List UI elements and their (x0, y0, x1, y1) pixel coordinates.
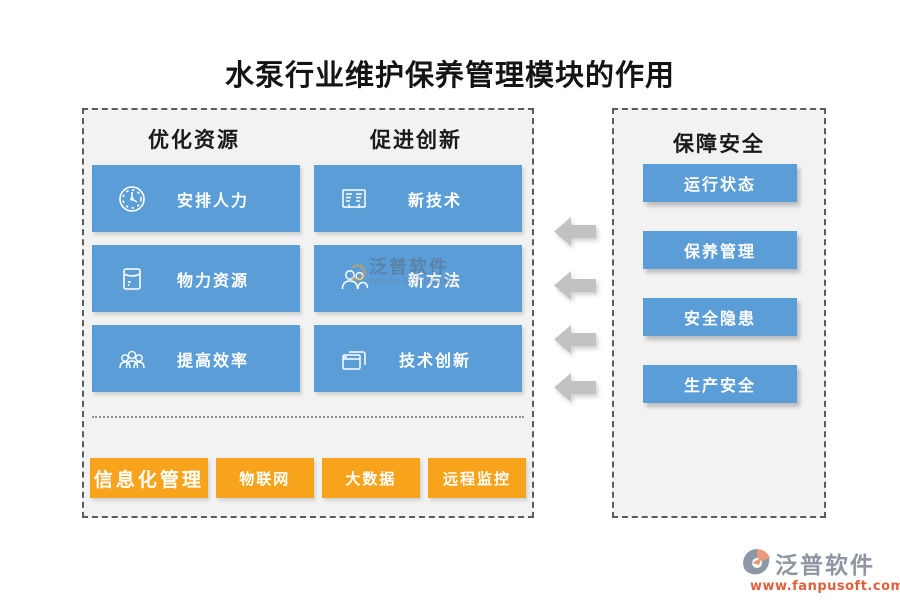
panel-header-ensure-safety: 保障安全 (673, 131, 765, 156)
dotted-divider (92, 416, 524, 418)
stacked-windows-icon (342, 350, 366, 370)
item-production-safety: 生产安全 (643, 365, 797, 403)
envelope-icon (123, 267, 141, 290)
column-header-promote-innovation: 促进创新 (370, 127, 462, 152)
tag-iot: 物联网 (215, 458, 314, 498)
box-label: 提高效率 (176, 350, 249, 370)
item-operating-status: 运行状态 (643, 164, 797, 202)
box-tech-innovation: 技术创新 (314, 325, 522, 392)
people-group-icon (119, 350, 145, 368)
brand-footer: 泛普软件 www.fanpusoft.com (742, 546, 900, 594)
tag-big-data: 大数据 (321, 458, 420, 498)
left-arrow-icon (554, 325, 596, 354)
brand-name: 泛普软件 (775, 552, 875, 579)
clock-icon (119, 185, 145, 212)
tag-information-management: 信息化管理 (90, 458, 208, 498)
box-new-technology: 新技术 (314, 165, 522, 232)
box-arrange-manpower: 安排人力 (92, 165, 300, 232)
list-board-icon (342, 188, 366, 208)
box-label: 新技术 (407, 190, 462, 210)
fanpu-logo-icon (743, 549, 770, 575)
item-maintenance-management: 保养管理 (643, 231, 797, 269)
box-label: 物力资源 (176, 270, 249, 290)
box-new-method: 新方法 (314, 245, 522, 312)
safety-panel: 保障安全 运行状态 保养管理 安全隐患 生产安全 (612, 108, 826, 518)
optimize-innovate-panel: 优化资源 促进创新 安排人力 物力资源 提高效率 (82, 108, 534, 518)
left-arrow-icon (554, 271, 596, 300)
tag-remote-monitoring: 远程监控 (427, 458, 526, 498)
brand-url: www.fanpusoft.com (750, 579, 900, 594)
page-title: 水泵行业维护保养管理模块的作用 (224, 58, 675, 92)
column-header-optimize-resources: 优化资源 (148, 127, 240, 152)
item-safety-hazard: 安全隐患 (643, 298, 797, 336)
box-improve-efficiency: 提高效率 (92, 325, 300, 392)
box-label: 安排人力 (176, 190, 249, 210)
left-arrow-icon (554, 217, 596, 246)
box-material-resources: 物力资源 (92, 245, 300, 312)
box-label: 新方法 (407, 270, 462, 290)
two-people-icon (341, 269, 369, 289)
box-label: 技术创新 (398, 350, 471, 370)
tag-row: 信息化管理 物联网 大数据 远程监控 (90, 458, 526, 498)
left-arrow-icon (554, 373, 596, 402)
